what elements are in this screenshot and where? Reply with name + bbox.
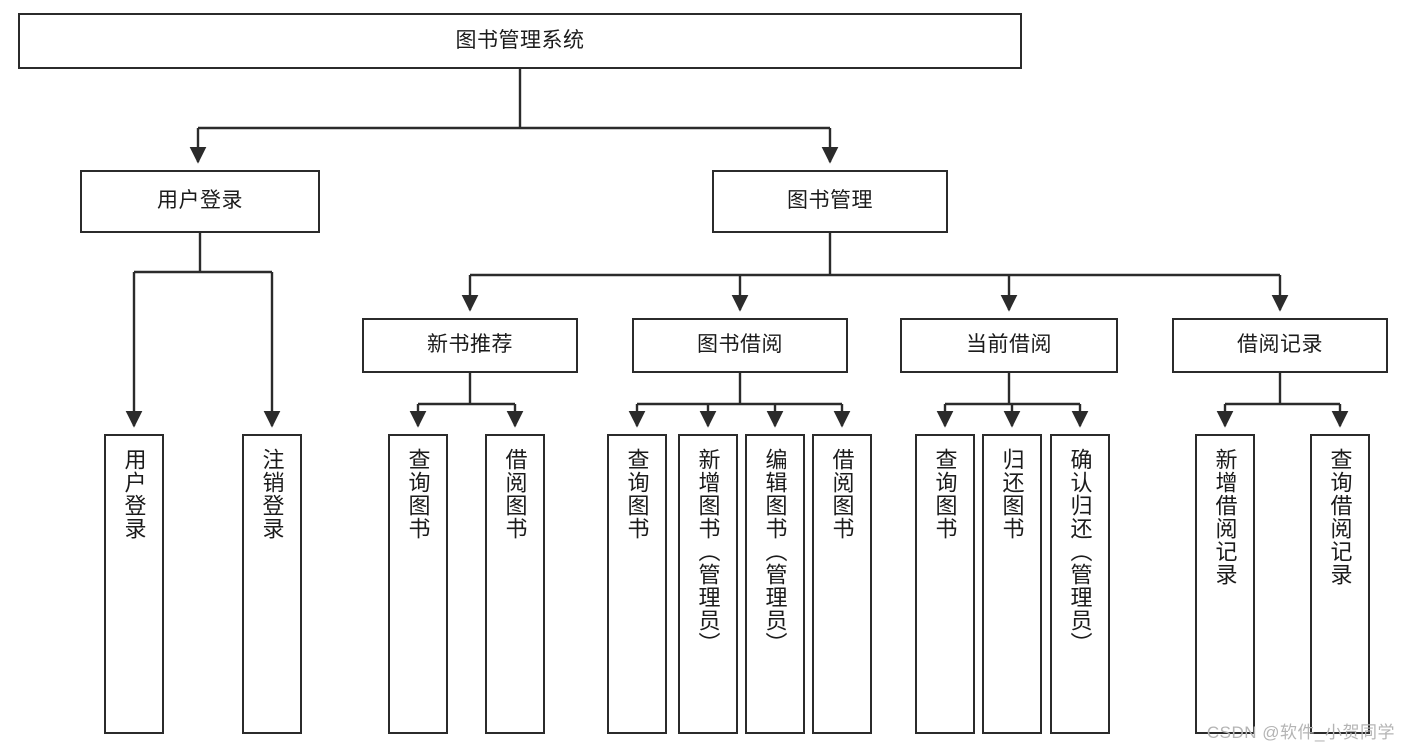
leaf-query-book-current-label: 查询图书 bbox=[932, 448, 958, 540]
leaf-query-book-recommend-label: 查询图书 bbox=[405, 448, 431, 540]
leaf-query-book-borrow[interactable]: 查询图书 bbox=[607, 434, 667, 734]
node-new-book-recommend-label: 新书推荐 bbox=[427, 333, 513, 357]
leaf-add-book-admin[interactable]: 新增图书（管理员） bbox=[678, 434, 738, 734]
leaf-logout[interactable]: 注销登录 bbox=[242, 434, 302, 734]
node-user-login-label: 用户登录 bbox=[157, 189, 243, 213]
leaf-borrow-book[interactable]: 借阅图书 bbox=[812, 434, 872, 734]
leaf-edit-book-admin-label: 编辑图书（管理员） bbox=[762, 448, 788, 655]
leaf-confirm-return-admin[interactable]: 确认归还（管理员） bbox=[1050, 434, 1110, 734]
leaf-add-book-admin-label: 新增图书（管理员） bbox=[695, 448, 721, 655]
leaf-borrow-book-recommend[interactable]: 借阅图书 bbox=[485, 434, 545, 734]
leaf-query-book-borrow-label: 查询图书 bbox=[624, 448, 650, 540]
node-book-borrow[interactable]: 图书借阅 bbox=[632, 318, 848, 373]
node-book-manage[interactable]: 图书管理 bbox=[712, 170, 948, 233]
leaf-query-book-current[interactable]: 查询图书 bbox=[915, 434, 975, 734]
node-current-borrow[interactable]: 当前借阅 bbox=[900, 318, 1118, 373]
node-borrow-record[interactable]: 借阅记录 bbox=[1172, 318, 1388, 373]
node-book-manage-label: 图书管理 bbox=[787, 189, 873, 213]
node-user-login[interactable]: 用户登录 bbox=[80, 170, 320, 233]
leaf-query-borrow-record[interactable]: 查询借阅记录 bbox=[1310, 434, 1370, 734]
leaf-logout-label: 注销登录 bbox=[259, 448, 285, 540]
leaf-borrow-book-recommend-label: 借阅图书 bbox=[502, 448, 528, 540]
leaf-add-borrow-record-label: 新增借阅记录 bbox=[1212, 448, 1238, 586]
node-root-label: 图书管理系统 bbox=[455, 28, 585, 52]
leaf-confirm-return-admin-label: 确认归还（管理员） bbox=[1067, 448, 1093, 655]
leaf-query-book-recommend[interactable]: 查询图书 bbox=[388, 434, 448, 734]
leaf-return-book-label: 归还图书 bbox=[999, 448, 1025, 540]
leaf-edit-book-admin[interactable]: 编辑图书（管理员） bbox=[745, 434, 805, 734]
csdn-watermark: CSDN @软件_小贺同学 bbox=[1206, 723, 1395, 742]
leaf-return-book[interactable]: 归还图书 bbox=[982, 434, 1042, 734]
leaf-user-login-label: 用户登录 bbox=[121, 448, 147, 540]
node-new-book-recommend[interactable]: 新书推荐 bbox=[362, 318, 578, 373]
node-borrow-record-label: 借阅记录 bbox=[1237, 333, 1323, 357]
node-root-system[interactable]: 图书管理系统 bbox=[18, 13, 1022, 69]
leaf-query-borrow-record-label: 查询借阅记录 bbox=[1327, 448, 1353, 586]
node-book-borrow-label: 图书借阅 bbox=[697, 333, 783, 357]
leaf-borrow-book-label: 借阅图书 bbox=[829, 448, 855, 540]
leaf-user-login[interactable]: 用户登录 bbox=[104, 434, 164, 734]
leaf-add-borrow-record[interactable]: 新增借阅记录 bbox=[1195, 434, 1255, 734]
node-current-borrow-label: 当前借阅 bbox=[966, 333, 1052, 357]
